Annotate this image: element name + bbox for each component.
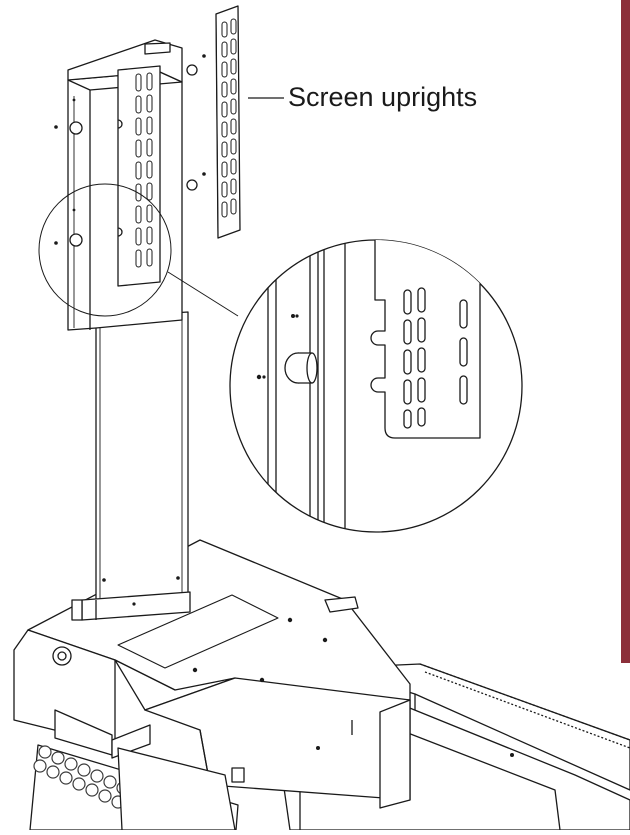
- base-housing: [13, 539, 514, 831]
- side-accent-bar: [621, 0, 630, 663]
- screen-upright-part: [215, 5, 241, 239]
- detail-magnified-view: [229, 239, 523, 533]
- callout-label-screen-uprights: Screen uprights: [288, 82, 478, 112]
- base-cart: [13, 539, 630, 831]
- detail-connector-line: [167, 271, 239, 317]
- lift-column: [54, 39, 206, 621]
- detail-source-circle: [38, 183, 172, 317]
